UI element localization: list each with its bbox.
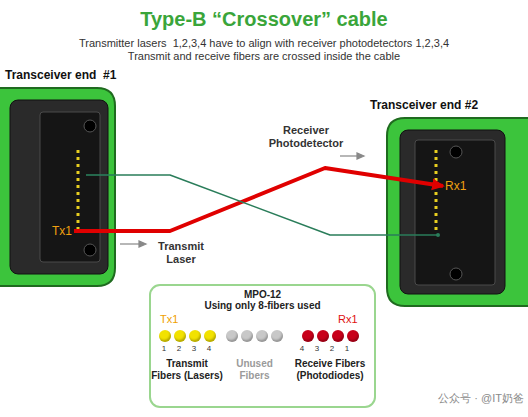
legend-entry: Unused Fibers [226,330,283,381]
subtitle: Transmit and receive fibers are crossed … [0,50,528,63]
fiber-pin [77,164,80,167]
fiber-number: 3 [188,344,200,353]
receive-fiber [115,175,387,235]
legend-text: Unused Fibers [226,358,283,381]
fiber-pin [435,206,438,209]
fiber-pin [77,192,80,195]
transceiver-connector: Rx1Transceiver end #2 [387,118,528,306]
fiber-pins [77,150,438,230]
subtitle: Transmitter lasers 1,2,3,4 have to align… [0,37,528,50]
port-label: Rx1 [338,313,368,326]
connector-heading: Transceiver end #1 [5,68,116,82]
port-label: Tx1 [50,224,74,238]
legend-text: Transmit Fibers (Lasers) [151,358,223,381]
diagram-title: Type-B “Crossover” cable [0,8,528,31]
fiber-dot [317,330,329,342]
legend-entry: Transmit Fibers (Lasers) [151,330,223,381]
legend-swatch [151,330,223,342]
fiber-pin [435,220,438,223]
fiber-pin [77,157,80,160]
housing-left [0,88,115,286]
fiber-dot [332,330,344,342]
fiber-dot [347,330,359,342]
fiber-pin [77,227,80,230]
fiber-dot [159,330,171,342]
fiber-pin [77,213,80,216]
fiber-dot [302,330,314,342]
housing-right-frame [400,130,505,294]
callout-label: Transmit Laser [150,240,212,265]
fiber-dot [204,330,216,342]
fiber-pin [77,178,80,181]
callout-label: Receiver Photodetector [258,124,354,149]
transmit-fiber [74,168,443,231]
fiber-end [436,233,440,237]
transceiver-connector: Tx1Transceiver end #1 [2,88,115,286]
fiber-pin [77,185,80,188]
fiber-number: 3 [311,344,323,353]
fiber-dot [226,330,238,342]
watermark: 公众号 · @IT奶爸 [398,392,524,405]
legend-text: Receive Fibers (Photodiodes) [292,358,368,381]
fiber-pin [435,171,438,174]
fiber-pin [435,227,438,230]
connector-heading: Transceiver end #2 [370,98,478,112]
fiber-pin [435,164,438,167]
legend-box [150,285,375,407]
fiber-dot [189,330,201,342]
ferrule-left [40,112,100,262]
guide-hole [450,146,462,158]
fiber-stub [86,174,115,176]
guide-hole [450,268,462,280]
legend-swatch [226,330,283,342]
fiber-number: 1 [158,344,170,353]
fiber-stub [387,234,438,236]
fiber-dot [241,330,253,342]
fiber-port: Rx1 [443,179,468,193]
legend-entry: Receive Fibers (Photodiodes) [292,330,368,381]
fiber-dot [256,330,268,342]
legend-panel: MPO-12Using only 8-fibers used [150,285,375,407]
ferrule-right [415,140,495,285]
fiber-pin [435,192,438,195]
fiber-number: 4 [296,344,308,353]
fiber-port: Tx1 [50,224,74,238]
direction-arrow [120,153,364,247]
port-label: Rx1 [443,179,468,193]
legend-swatch [292,330,368,342]
fiber-dot [271,330,283,342]
fiber-pin [435,157,438,160]
guide-hole [84,244,96,256]
fiber-number: 4 [203,344,215,353]
fiber-number: 1 [341,344,353,353]
fiber-pin [77,171,80,174]
fiber-pin [435,199,438,202]
fiber-pin [77,150,80,153]
fiber-number: 2 [173,344,185,353]
legend-heading: MPO-12 [150,285,375,300]
fiber-pin [435,178,438,181]
fiber-dot [174,330,186,342]
fiber-number: 2 [326,344,338,353]
port-label: Tx1 [160,313,190,326]
fiber-pin [435,150,438,153]
housing-left-frame [10,100,108,274]
legend-heading: Using only 8-fibers used [150,300,375,311]
fiber-pin [77,206,80,209]
fiber-pin [435,213,438,216]
fiber-pin [77,199,80,202]
fiber-pin [435,185,438,188]
guide-hole [84,120,96,132]
fiber-pin [77,220,80,223]
housing-right [387,118,528,306]
